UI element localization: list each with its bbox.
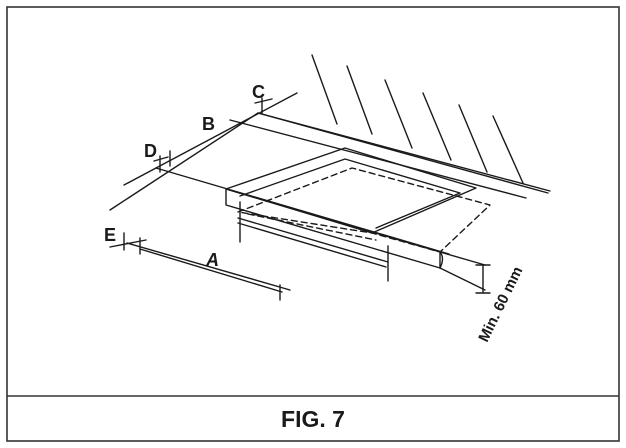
dim-d-tick <box>153 156 169 162</box>
drawing <box>109 54 551 301</box>
label-e: E <box>104 225 116 245</box>
label-b: B <box>202 114 215 134</box>
front-strip-inner <box>237 217 389 263</box>
countertop-back-edge <box>257 112 549 194</box>
cutout-inner-ledge <box>239 158 461 229</box>
label-a: A <box>205 250 219 270</box>
wall-hatching <box>311 54 524 184</box>
figure-caption: FIG. 7 <box>281 406 345 432</box>
slab-end-curve <box>439 251 444 269</box>
countertop-back-edge-lower <box>229 119 527 199</box>
outer-frame <box>6 6 620 442</box>
slab-end-bottom <box>439 267 486 291</box>
label-d: D <box>144 141 157 161</box>
hob-dashed-outline <box>237 167 491 253</box>
slab-end-top <box>439 251 486 266</box>
label-c: C <box>252 82 265 102</box>
dim-e-line <box>109 239 147 248</box>
countertop-left-edge <box>109 112 259 211</box>
dimension-line-top <box>123 92 298 186</box>
dim-a-line <box>139 248 283 293</box>
countertop-front-edge-lower <box>126 242 291 291</box>
dim-c-tick <box>254 98 273 104</box>
front-strip-inner-2 <box>237 222 387 268</box>
